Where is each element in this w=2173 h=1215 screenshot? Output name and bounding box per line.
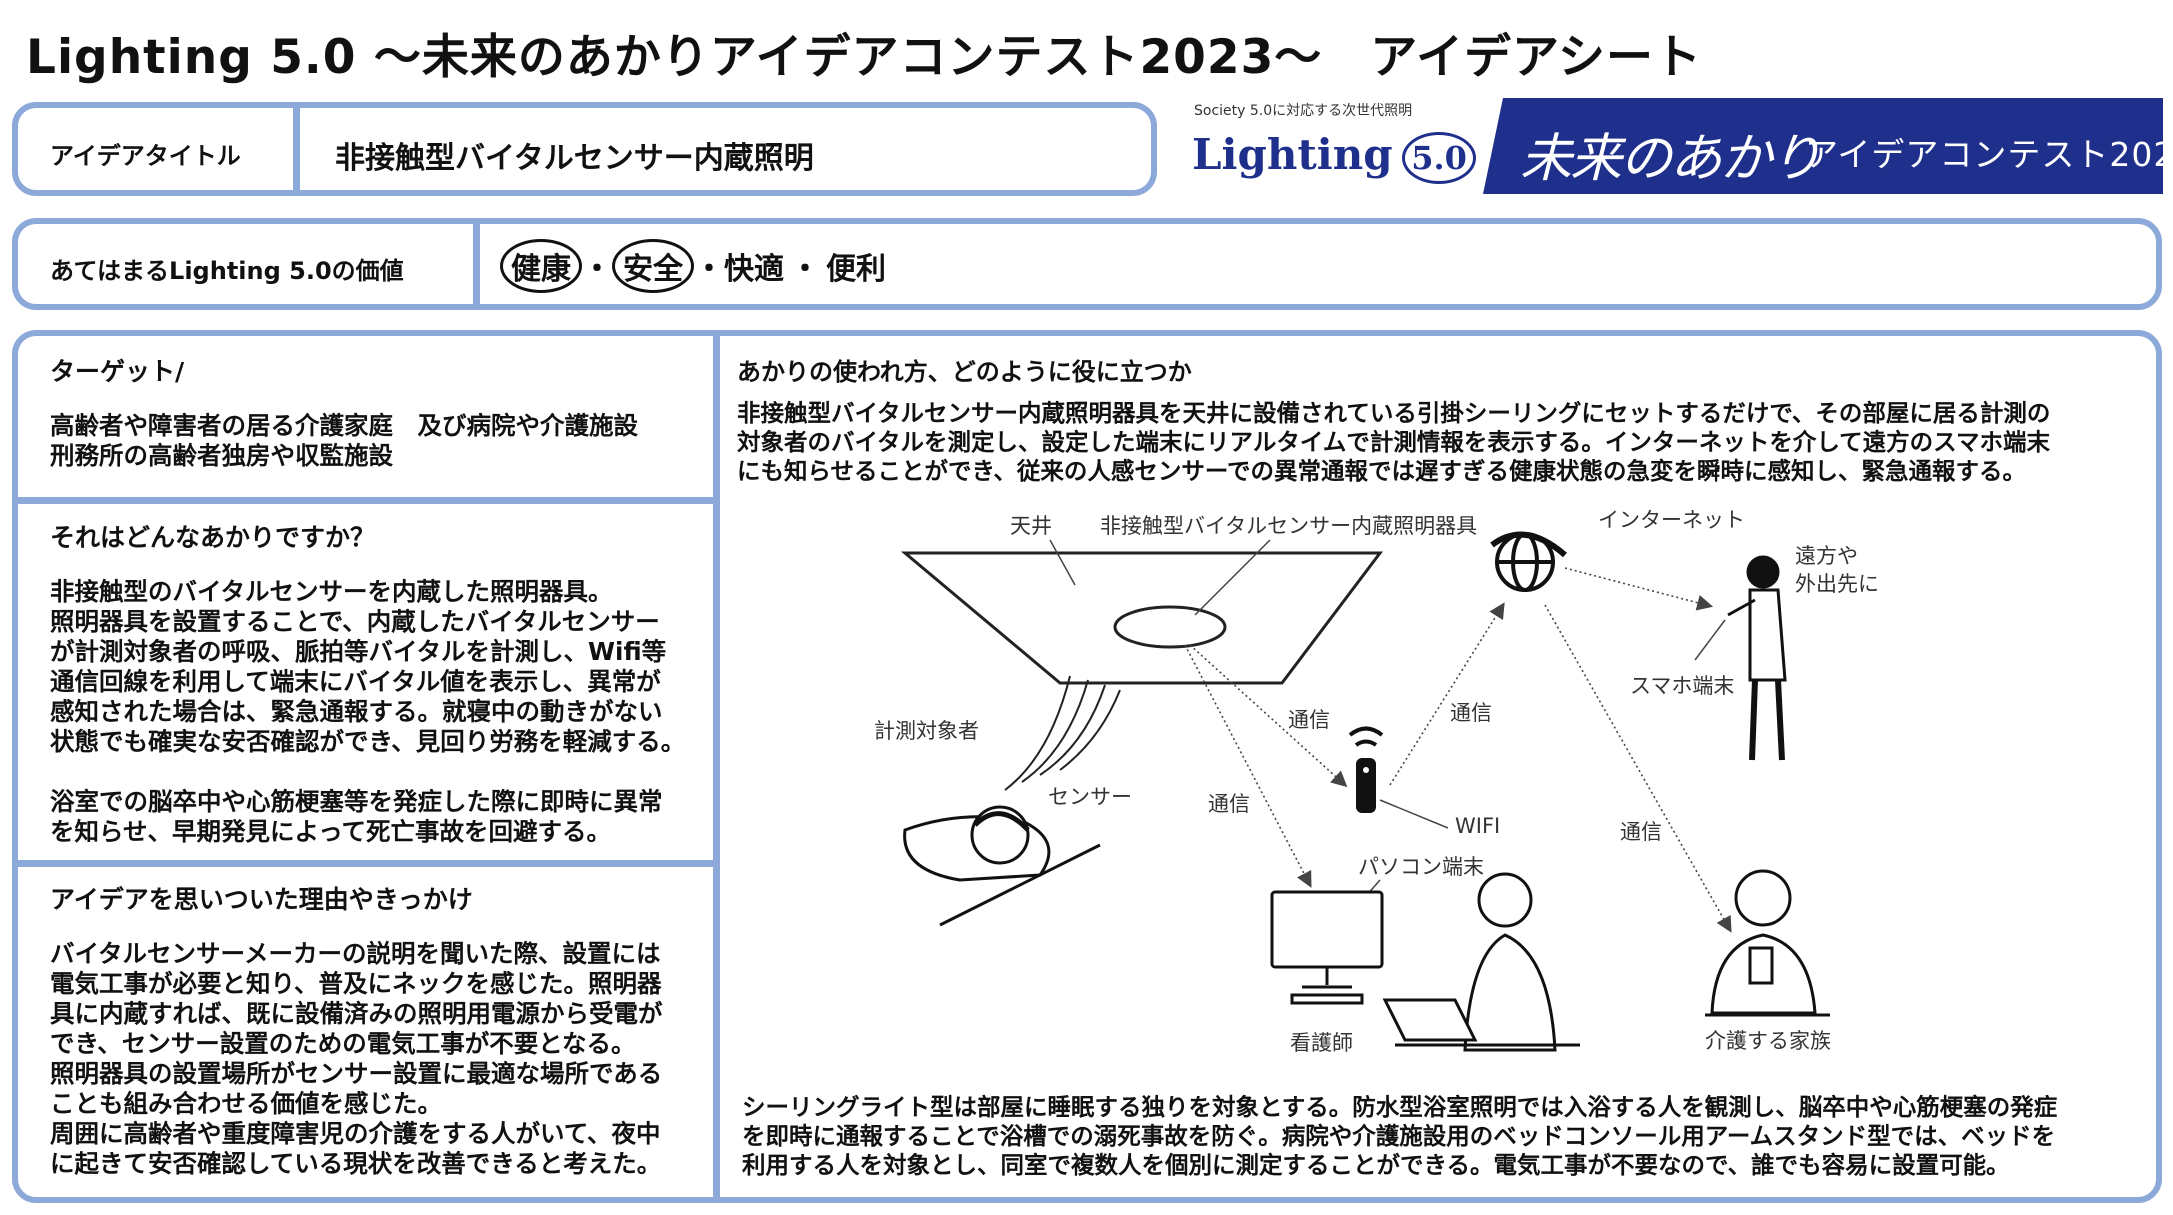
values-list: 健康・安全・快適・便利 xyxy=(500,239,886,293)
values-box xyxy=(12,218,2162,310)
label-family: 介護する家族 xyxy=(1705,1029,1831,1053)
label-remote-1: 遠方や xyxy=(1795,544,1858,568)
what-line-1: 非接触型のバイタルセンサーを内蔵した照明器具。 xyxy=(50,577,613,606)
label-internet: インターネット xyxy=(1598,508,1745,532)
values-divider xyxy=(473,224,480,304)
what-heading: それはどんなあかりですか？ xyxy=(50,523,376,552)
reason-line-3: 具に内蔵すれば、既に設備済みの照明用電源から受電が xyxy=(50,999,663,1028)
label-wifi: WIFI xyxy=(1455,814,1501,838)
label-fixture: 非接触型バイタルセンサー内蔵照明器具 xyxy=(1100,514,1478,538)
usage-outro-3: 利用する人を対象とし、同室で複数人を個別に測定することができる。電気工事が不要な… xyxy=(742,1151,2010,1179)
label-ceiling: 天井 xyxy=(1010,514,1052,538)
label-subject: 計測対象者 xyxy=(874,719,979,743)
logo-wordmark-number: 5.0 xyxy=(1402,132,1476,184)
logo-banner-text: アイデアコンテスト2023 xyxy=(1805,135,2173,174)
what-line-4: 通信回線を利用して端末にバイタル値を表示し、異常が xyxy=(50,667,661,696)
label-remote-2: 外出先に xyxy=(1795,572,1879,596)
what-line-8: を知らせ、早期発見によって死亡事故を回避する。 xyxy=(50,817,612,846)
logo: Society 5.0に対応する次世代照明 Lighting 5.0 未来のあか… xyxy=(1180,96,2173,196)
what-line-2: 照明器具を設置することで、内蔵したバイタルセンサー xyxy=(50,607,660,636)
target-divider xyxy=(18,497,713,504)
what-line-7: 浴室での脳卒中や心筋梗塞等を発症した際に即時に異常 xyxy=(50,787,663,816)
reason-line-2: 電気工事が必要と知り、普及にネックを感じた。照明器 xyxy=(50,969,662,998)
target-line-2: 刑務所の高齢者独房や収監施設 xyxy=(50,441,393,470)
value-health: 健康 xyxy=(500,239,582,293)
value-safety: 安全 xyxy=(612,239,694,293)
value-comfort: 快適 xyxy=(724,252,784,287)
page-title: Lighting 5.0 〜未来のあかりアイデアコンテスト2023〜 アイデアシ… xyxy=(26,30,1703,85)
usage-heading: あかりの使われ方、どのように役に立つか xyxy=(737,358,1192,386)
usage-intro-2: 対象者のバイタルを測定し、設定した端末にリアルタイムで計測情報を表示する。インタ… xyxy=(737,428,2050,456)
label-comm-2: 通信 xyxy=(1450,701,1492,725)
reason-heading: アイデアを思いついた理由やきっかけ xyxy=(50,885,473,914)
logo-wordmark: Lighting xyxy=(1192,130,1393,179)
reason-line-6: ことも組み合わせる価値を感じた。 xyxy=(50,1089,442,1118)
reason-line-8: に起きて安否確認している現状を改善できると考えた。 xyxy=(50,1149,662,1178)
label-smartphone: スマホ端末 xyxy=(1630,674,1735,698)
main-column-divider xyxy=(713,336,720,1197)
reason-line-1: バイタルセンサーメーカーの説明を聞いた際、設置には xyxy=(50,939,661,968)
value-convenience: 便利 xyxy=(826,252,886,287)
idea-title-label: アイデアタイトル xyxy=(50,142,241,170)
reason-line-7: 周囲に高齢者や重度障害児の介護をする人がいて、夜中 xyxy=(50,1119,661,1148)
reason-line-5: 照明器具の設置場所がセンサー設置に最適な場所である xyxy=(50,1059,663,1088)
target-line-1: 高齢者や障害者の居る介護家庭 及び病院や介護施設 xyxy=(50,411,638,440)
usage-intro-3: にも知らせることができ、従来の人感センサーでの異常通報では遅すぎる健康状態の急変… xyxy=(737,457,2026,485)
label-comm-4: 通信 xyxy=(1620,820,1662,844)
what-divider xyxy=(18,860,713,867)
what-line-6: 状態でも確実な安否確認ができ、見回り労務を軽減する。 xyxy=(50,727,686,756)
usage-outro-1: シーリングライト型は部屋に睡眠する独りを対象とする。防水型浴室照明では入浴する人… xyxy=(742,1093,2058,1121)
usage-intro-1: 非接触型バイタルセンサー内蔵照明器具を天井に設備されている引掛シーリングにセット… xyxy=(737,399,2051,427)
usage-outro-2: を即時に通報することで浴槽での溺死事故を防ぐ。病院や介護施設用のベッドコンソール… xyxy=(742,1122,2056,1150)
what-line-5: 感知された場合は、緊急通報する。就寝中の動きがない xyxy=(50,697,663,726)
what-line-3: が計測対象者の呼吸、脈拍等バイタルを計測し、Wifi等 xyxy=(50,637,667,666)
logo-banner-script: 未来のあかり xyxy=(1520,129,1822,189)
values-label: あてはまるLighting 5.0の価値 xyxy=(50,257,404,285)
label-comm-3: 通信 xyxy=(1208,792,1250,816)
logo-banner xyxy=(1483,98,2163,194)
idea-title-divider xyxy=(293,108,300,190)
label-pc: パソコン端末 xyxy=(1358,855,1484,879)
label-nurse: 看護師 xyxy=(1290,1031,1353,1055)
label-sensor: センサー xyxy=(1048,785,1132,809)
target-heading: ターゲット/ xyxy=(50,357,185,386)
idea-title-value: 非接触型バイタルセンサー内蔵照明 xyxy=(335,141,814,176)
label-comm-1: 通信 xyxy=(1288,708,1330,732)
reason-line-4: でき、センサー設置のための電気工事が不要となる。 xyxy=(50,1029,636,1058)
logo-tagline: Society 5.0に対応する次世代照明 xyxy=(1194,103,1413,119)
idea-title-box xyxy=(12,102,1157,196)
